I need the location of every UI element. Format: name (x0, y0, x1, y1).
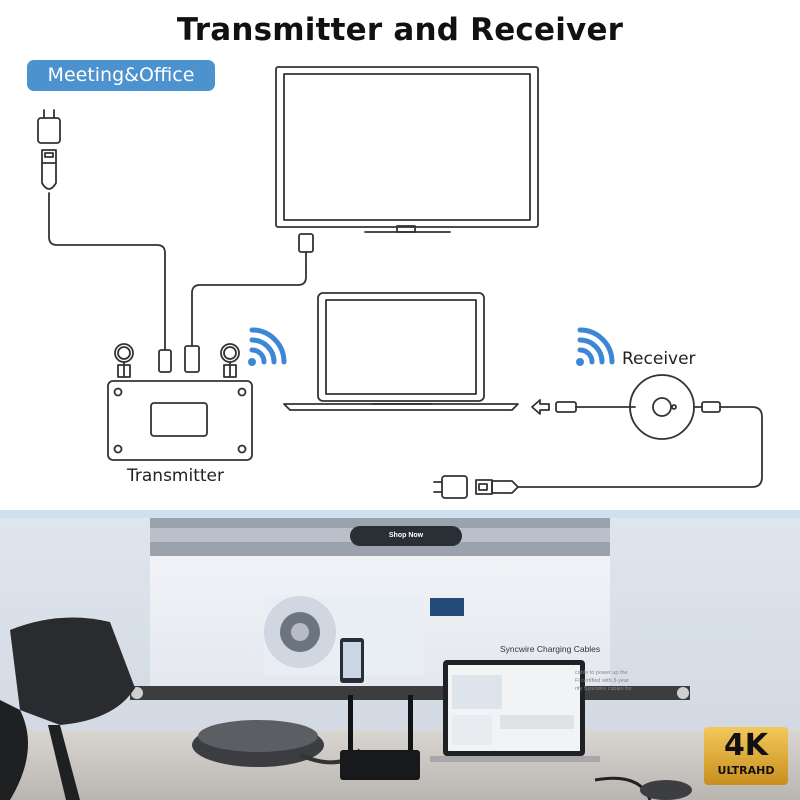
poster-body: cable to power up the Fi certified with … (575, 669, 665, 693)
shop-now-button: Shop Now (350, 526, 462, 546)
transmitter-box-icon (108, 381, 252, 460)
4k-label: 4K (704, 729, 788, 763)
receiver-puck-icon (630, 375, 694, 439)
wifi-icon (576, 330, 612, 366)
arrow-left-icon (532, 400, 549, 414)
wifi-icon (248, 330, 284, 366)
connection-diagram (0, 0, 800, 510)
tv-icon (276, 67, 538, 232)
transmitter-label: Transmitter (127, 466, 224, 486)
receiver-label: Receiver (622, 349, 696, 369)
usb-plug-icon (42, 150, 56, 189)
laptop-icon (284, 293, 518, 410)
poster-heading: Syncwire Charging Cables (500, 644, 600, 654)
office-photo: Shop Now Syncwire Charging Cables cable … (0, 510, 800, 800)
4k-ultrahd-badge: 4K ULTRAHD (704, 727, 788, 785)
ultrahd-label: ULTRAHD (704, 764, 788, 777)
power-adapter-icon (38, 110, 60, 143)
